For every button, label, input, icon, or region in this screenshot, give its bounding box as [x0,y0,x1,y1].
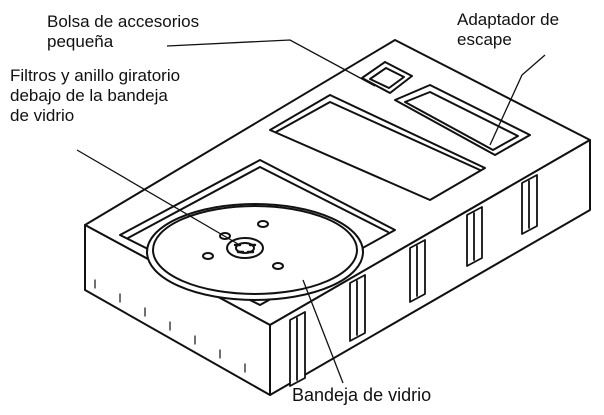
leader-accessory-bag [166,39,376,87]
tray-mark-4 [272,262,284,270]
tray-center-ring [226,237,264,259]
exhaust-adapter-slot-inner [404,91,519,151]
tray-center-hub [235,242,255,254]
label-filters-ring-line-2: debajo de la bandeja [10,86,168,105]
tray-recess-inner-wall [127,166,389,239]
side-pocket-5 [521,174,538,235]
label-filters-ring-line-1: Filtros y anillo giratorio [10,66,181,85]
side-pocket-3 [409,239,426,303]
leader-exhaust-adapter [489,54,546,146]
tray-mark-1 [219,232,231,240]
leader-filters [76,149,239,245]
label-filters-ring: Filtros y anillo giratorio debajo de la … [10,66,180,126]
label-exhaust-adapter-line-2: escape [457,30,512,49]
box-front-edge-shading [94,279,246,373]
side-pocket-1 [289,311,306,387]
exhaust-adapter-slot [394,84,531,156]
side-pocket-4 [466,206,483,267]
tray-mark-3 [202,252,214,260]
upper-recess [269,94,486,201]
label-exhaust-adapter: Adaptador de escape [457,10,559,50]
label-accessory-bag: Bolsa de accesorios pequeña [47,12,199,52]
label-accessory-bag-line-2: pequeña [47,32,114,51]
accessory-pocket-inner [369,67,405,89]
label-accessory-bag-line-1: Bolsa de accesorios [47,12,200,31]
upper-recess-inner-wall [275,101,481,171]
side-pocket-2 [349,274,366,342]
leader-lines [76,39,546,384]
side-pockets [289,174,538,387]
label-glass-tray: Bandeja de vidrio [292,385,432,405]
leader-glass-tray [302,279,344,384]
label-filters-ring-line-3: de vidrio [10,106,75,125]
tray-center-spokes [233,243,257,254]
glass-tray-rim [152,205,358,295]
accessory-pocket [361,61,413,94]
label-exhaust-adapter-line-1: Adaptador de [457,10,560,29]
tray-mark-2 [257,220,269,228]
glass-tray-outer [146,203,364,301]
